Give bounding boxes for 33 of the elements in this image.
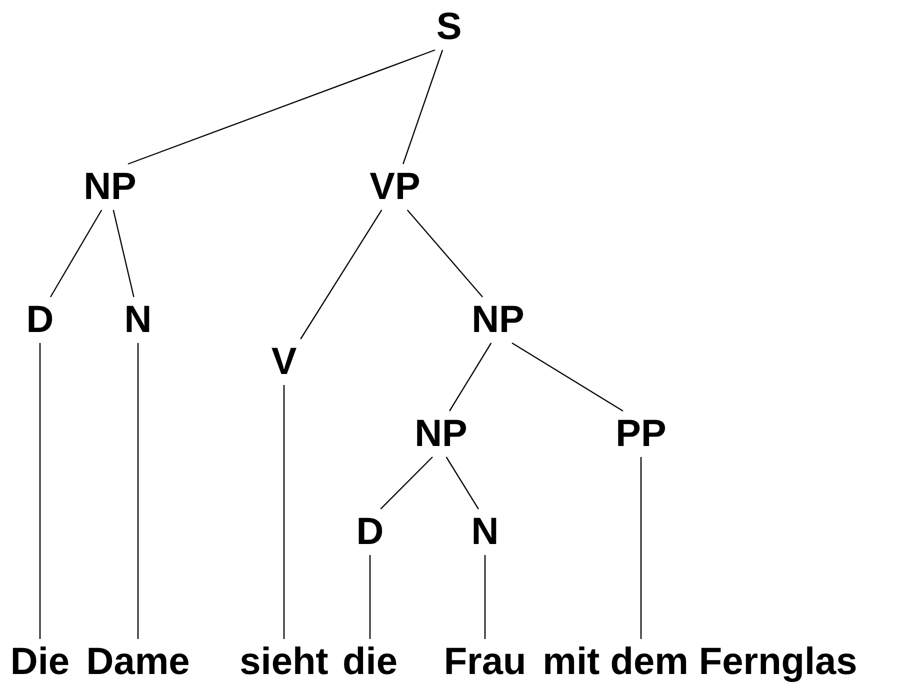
tree-branch: [449, 342, 492, 412]
tree-branch: [283, 385, 285, 639]
tree-branch: [50, 210, 102, 298]
tree-branch: [484, 555, 486, 639]
category-label: V: [269, 339, 299, 385]
tree-branch: [300, 210, 382, 340]
category-label: NP: [82, 164, 138, 210]
tree-branch: [112, 210, 134, 298]
word-label: sieht: [238, 639, 330, 685]
tree-branch: [128, 49, 436, 165]
category-label: PP: [614, 411, 668, 457]
tree-branch: [640, 457, 642, 639]
word-label: mit dem Fernglas: [540, 639, 860, 685]
category-label: N: [469, 509, 501, 555]
category-label: NP: [412, 411, 470, 457]
category-label: VP: [368, 164, 422, 210]
word-label: Die: [8, 639, 72, 685]
category-label: D: [354, 509, 386, 555]
tree-branch: [39, 343, 41, 639]
tree-branch: [406, 210, 483, 298]
category-label: S: [434, 4, 464, 50]
tree-branch: [137, 343, 139, 639]
word-label: die: [340, 639, 400, 685]
tree-branch: [446, 456, 479, 510]
category-label: N: [122, 297, 154, 343]
category-label: NP: [470, 297, 526, 343]
tree-branch: [512, 342, 624, 412]
tree-branch: [402, 50, 444, 164]
tree-branch: [369, 555, 371, 639]
word-label: Frau: [442, 639, 528, 685]
tree-branch: [380, 456, 433, 510]
category-label: D: [24, 297, 56, 343]
word-label: Dame: [84, 639, 192, 685]
